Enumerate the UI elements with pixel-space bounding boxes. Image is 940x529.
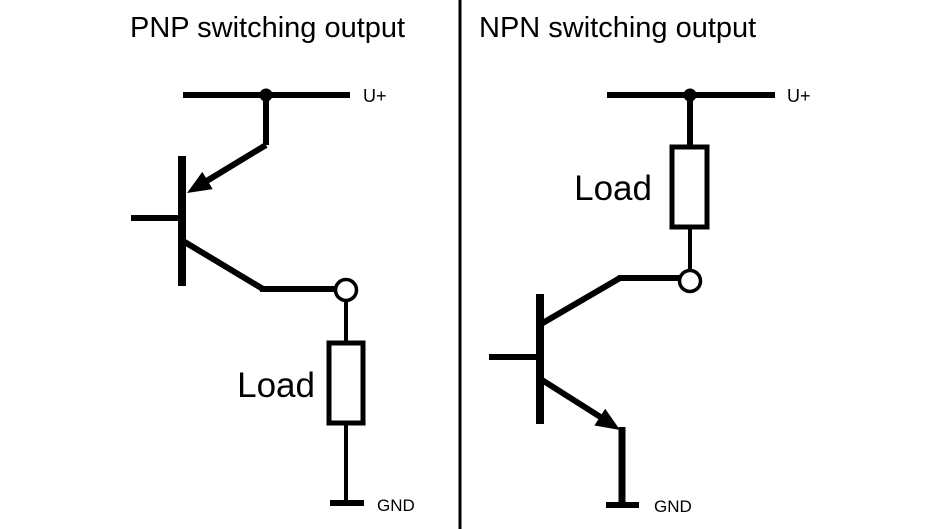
pnp-load-resistor <box>326 340 366 426</box>
npn-ground-label: GND <box>654 497 692 516</box>
pnp-emitter-wire-diagonal <box>203 142 268 185</box>
panel-npn: NPN switching output U+ Load GND <box>479 12 811 516</box>
pnp-emitter-arrowhead-icon <box>187 171 213 193</box>
npn-output-terminal-circle <box>677 268 703 294</box>
npn-supply-label: U+ <box>787 86 811 106</box>
pnp-ground-label: GND <box>377 496 415 515</box>
npn-load-label: Load <box>574 169 652 208</box>
pnp-load-label: Load <box>237 366 315 405</box>
panel-pnp: PNP switching output U+ Load GND <box>130 12 415 515</box>
npn-load-resistor <box>669 144 710 230</box>
npn-emitter-arrowhead-icon <box>594 408 620 430</box>
npn-emitter-wire-diagonal <box>540 377 604 421</box>
npn-collector-wire-diagonal <box>539 275 622 327</box>
pnp-output-terminal-circle <box>333 277 359 303</box>
pnp-panel-title: PNP switching output <box>130 12 405 44</box>
pnp-supply-label: U+ <box>363 86 387 106</box>
npn-panel-title: NPN switching output <box>479 12 756 44</box>
pnp-collector-wire-diagonal <box>181 238 265 292</box>
